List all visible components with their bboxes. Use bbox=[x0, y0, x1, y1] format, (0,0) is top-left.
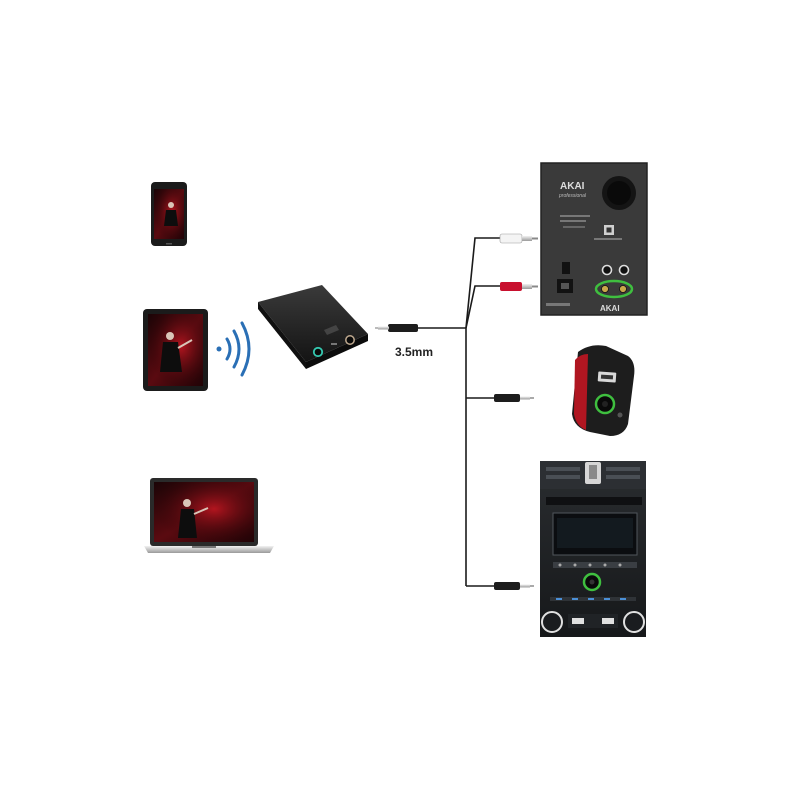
speaker-icon: AKAI professional AKAI bbox=[540, 162, 648, 316]
tablet-icon bbox=[143, 309, 208, 391]
adapter-port-left bbox=[312, 346, 324, 358]
smartphone-icon bbox=[151, 182, 187, 246]
rca-input-highlight bbox=[594, 279, 634, 299]
rca-plug-icon bbox=[499, 233, 538, 291]
laptop-icon bbox=[144, 478, 274, 553]
aux-plug-icon bbox=[375, 324, 418, 332]
bluetooth-waves-icon bbox=[216, 321, 251, 377]
aux-plug-portable bbox=[494, 394, 534, 402]
adapter-port-right bbox=[345, 335, 355, 345]
aux-plug-car bbox=[494, 582, 534, 590]
cable-network bbox=[418, 237, 500, 587]
speaker-brand: AKAI bbox=[560, 181, 585, 192]
portable-speaker-icon bbox=[572, 345, 635, 436]
speaker-subbrand: professional bbox=[558, 193, 587, 199]
speaker-footer-brand: AKAI bbox=[600, 304, 620, 313]
cable-label: 3.5mm bbox=[395, 345, 434, 359]
bluetooth-adapter-icon bbox=[258, 285, 368, 369]
car-stereo-icon bbox=[540, 461, 646, 637]
